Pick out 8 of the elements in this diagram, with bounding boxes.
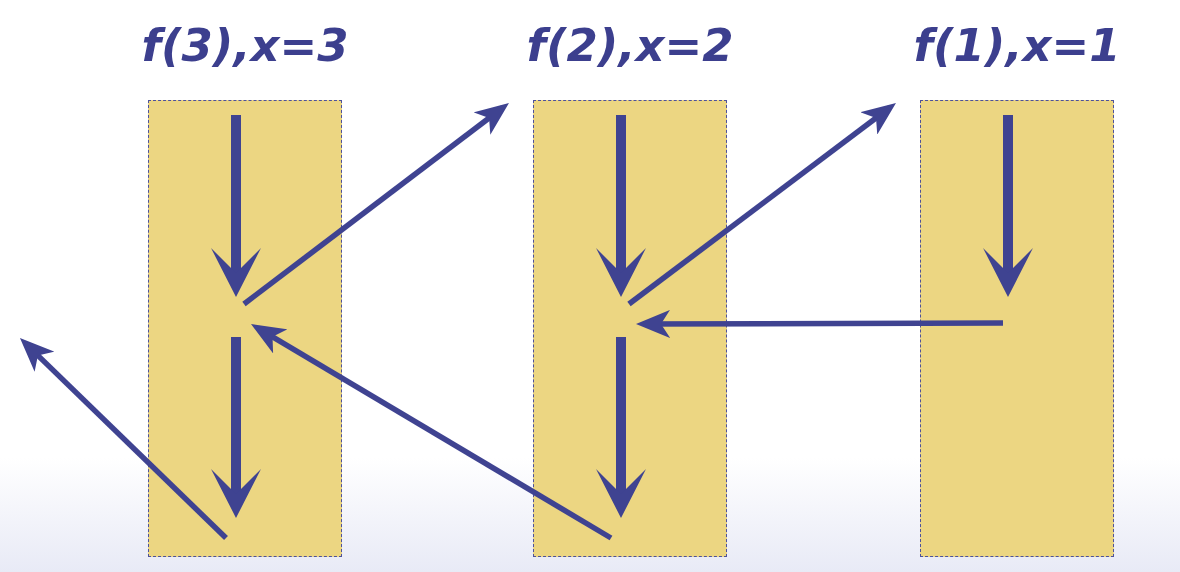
arrow [636, 309, 1003, 338]
function-heading: f(3),x=3 [141, 18, 349, 74]
arrow [251, 324, 613, 541]
arrow [19, 338, 228, 540]
function-heading: f(2),x=2 [526, 18, 734, 74]
function-heading: f(1),x=1 [913, 18, 1121, 74]
arrow [627, 103, 896, 307]
arrow [242, 102, 509, 307]
